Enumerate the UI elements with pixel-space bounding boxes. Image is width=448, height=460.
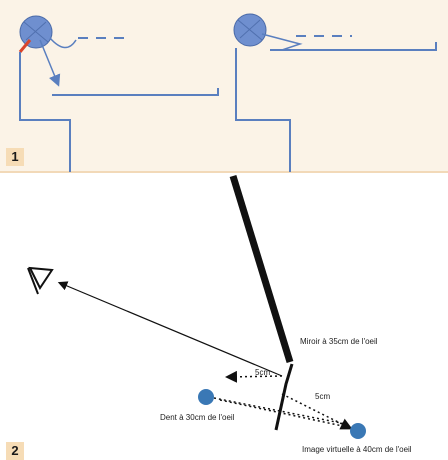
mirror — [229, 174, 294, 364]
left-red-accent — [18, 39, 32, 53]
right-table — [270, 42, 437, 51]
dotted-ray-lower — [219, 399, 353, 429]
left-gaze-arrow — [39, 39, 61, 87]
right-figure — [233, 13, 437, 172]
tooth-label: Dent à 30cm de l'oeil — [160, 413, 235, 422]
left-table — [52, 88, 219, 96]
dotted-ray-upper — [225, 370, 283, 383]
right-body — [235, 48, 291, 172]
panel-2-number: 2 — [6, 442, 24, 460]
panel-1-number: 1 — [6, 148, 24, 166]
left-body — [19, 52, 71, 172]
right-angle — [261, 33, 303, 51]
panel-1 — [0, 0, 448, 172]
left-angle-arc — [49, 37, 77, 49]
left-figure — [18, 15, 219, 172]
virtual-image-label: Image virtuelle à 40cm de l'oeil — [302, 445, 412, 454]
ray-to-eye — [57, 281, 283, 377]
mirror-label: Miroir à 35cm de l'oeil — [300, 337, 378, 346]
distance-label-b: 5cm — [315, 392, 331, 401]
mirror-lower — [274, 363, 294, 431]
eye-icon — [27, 266, 54, 295]
distance-label-a: 5cm — [255, 368, 271, 377]
panel-divider — [0, 171, 448, 173]
virtual-image-dot — [350, 423, 366, 439]
tooth-dot — [198, 389, 214, 405]
panel-1-illustration — [18, 13, 437, 172]
panel-2 — [0, 172, 448, 458]
